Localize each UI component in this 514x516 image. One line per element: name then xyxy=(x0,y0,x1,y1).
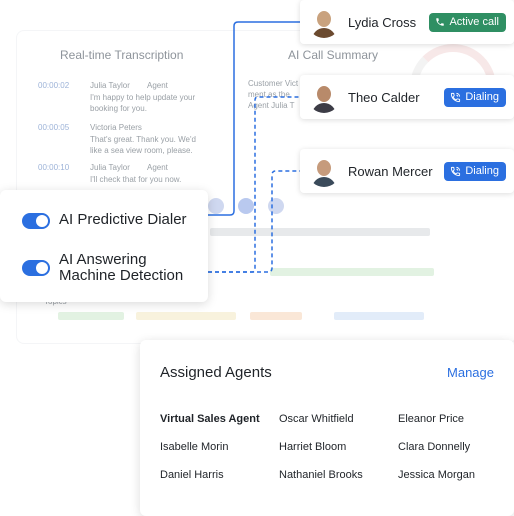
agent-name: Daniel Harris xyxy=(160,469,224,481)
agent-name: Oscar Whitfield xyxy=(279,413,354,425)
avatar xyxy=(308,81,340,113)
phone-icon xyxy=(436,18,445,26)
transcript-speaker: Julia Taylor xyxy=(90,81,130,90)
transcript-text: That's great. Thank you. We'd xyxy=(90,135,196,144)
machine-detection-toggle[interactable] xyxy=(22,260,50,276)
rewind-icon xyxy=(208,198,224,214)
predictive-dialer-label: AI Predictive Dialer xyxy=(59,211,187,228)
predictive-dialer-toggle[interactable] xyxy=(22,213,50,229)
avatar xyxy=(308,155,340,187)
connector-active-line xyxy=(208,21,300,216)
manage-agents-link[interactable]: Manage xyxy=(447,365,494,380)
agent-name: Clara Donnelly xyxy=(398,441,471,453)
phone-ring-icon xyxy=(451,92,461,102)
agent-name: Virtual Sales Agent xyxy=(160,413,260,425)
status-badge[interactable]: Dialing xyxy=(444,161,506,181)
summary-text: Agent Julia T xyxy=(248,101,295,110)
machine-detection-row: AI Answering Machine Detection xyxy=(22,252,183,284)
timeline-bar xyxy=(270,268,434,276)
agents-card-title: Assigned Agents xyxy=(160,364,272,381)
call-name: Theo Calder xyxy=(348,89,420,105)
transcript-role: Agent xyxy=(147,163,168,172)
agent-name: Eleanor Price xyxy=(398,413,465,425)
status-label: Dialing xyxy=(465,165,499,177)
transcript-text: like a sea view room, please. xyxy=(90,146,193,155)
transcript-time: 00:00:10 xyxy=(38,163,70,172)
transcript-text: I'll check that for you now. xyxy=(90,175,182,184)
call-card-lydia-cross[interactable]: Lydia Cross Active call xyxy=(300,0,514,44)
transcript-time: 00:00:02 xyxy=(38,81,70,90)
agent-name: Isabelle Morin xyxy=(160,441,229,453)
connector-dialing-line-1 xyxy=(208,96,300,273)
agent-name: Jessica Morgan xyxy=(398,469,476,481)
machine-detection-label: AI Answering Machine Detection xyxy=(59,251,184,284)
transcript-speaker: Victoria Peters xyxy=(90,123,142,132)
summary-title: AI Call Summary xyxy=(288,48,379,62)
assigned-agents-card: Assigned Agents Manage Virtual Sales Age… xyxy=(140,340,514,516)
topic-bar xyxy=(136,312,236,320)
transcription-title: Real-time Transcription xyxy=(60,48,184,62)
status-label: Dialing xyxy=(465,91,499,103)
status-badge[interactable]: Dialing xyxy=(444,87,506,107)
feature-toggles-card: AI Predictive Dialer AI Answering Machin… xyxy=(0,190,208,302)
call-name: Rowan Mercer xyxy=(348,163,433,179)
agent-name: Nathaniel Brooks xyxy=(279,469,363,481)
waveform-bar xyxy=(210,228,430,236)
call-card-theo-calder[interactable]: Theo Calder Dialing xyxy=(300,75,514,119)
status-badge[interactable]: Active call xyxy=(429,12,506,32)
call-name: Lydia Cross xyxy=(348,14,417,30)
transcript-speaker: Julia Taylor xyxy=(90,163,130,172)
avatar xyxy=(308,6,340,38)
play-icon xyxy=(238,198,254,214)
status-label: Active call xyxy=(449,16,499,28)
transcript-time: 00:00:05 xyxy=(38,123,70,132)
agent-name: Harriet Bloom xyxy=(279,441,347,453)
transcript-text: I'm happy to help update your xyxy=(90,93,196,102)
call-card-rowan-mercer[interactable]: Rowan Mercer Dialing xyxy=(300,149,514,193)
topic-bar xyxy=(58,312,124,320)
summary-text: ment as the xyxy=(248,90,290,99)
connector-dialing-line-2 xyxy=(208,170,300,273)
topic-bar xyxy=(250,312,302,320)
topic-bar xyxy=(334,312,424,320)
summary-text: Customer Vict xyxy=(248,79,299,88)
transcript-text: booking for you. xyxy=(90,104,147,113)
phone-ring-icon xyxy=(451,166,461,176)
transcript-role: Agent xyxy=(147,81,168,90)
predictive-dialer-row: AI Predictive Dialer xyxy=(22,212,187,229)
forward-icon xyxy=(268,198,284,214)
